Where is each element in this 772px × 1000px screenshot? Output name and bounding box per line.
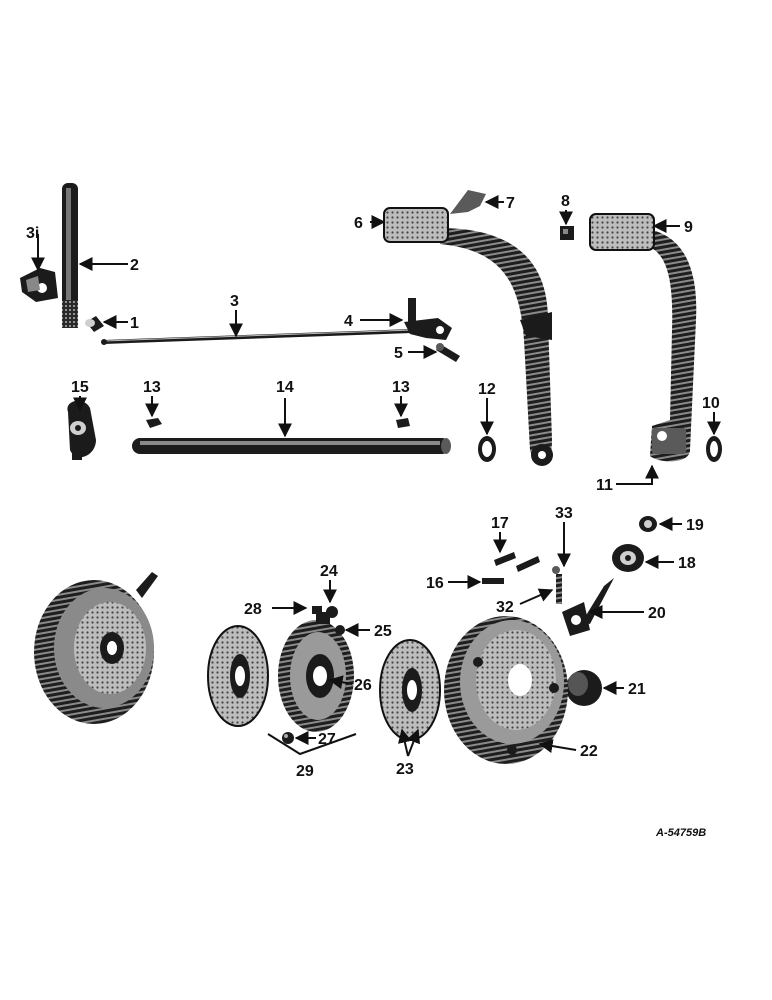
part-15-lever-hub	[67, 400, 96, 460]
part-4-rod-end	[404, 298, 452, 340]
callout-3: 3	[230, 293, 239, 310]
part-13-key-left	[146, 418, 162, 428]
part-10-ring	[706, 436, 722, 462]
callout-21: 21	[628, 681, 646, 698]
callout-33: 33	[555, 505, 573, 522]
callout-11: 11	[596, 477, 613, 494]
part-3-brake-rod	[101, 329, 413, 345]
callout-27: 27	[318, 731, 336, 748]
callout-3i: 3i	[26, 225, 39, 242]
callout-2: 2	[130, 257, 139, 274]
callout-25: 25	[374, 623, 392, 640]
callout-13-right: 13	[392, 379, 410, 396]
part-22-brake-housing	[444, 616, 568, 764]
part-8-block	[560, 226, 574, 240]
callout-20: 20	[648, 605, 666, 622]
callout-13-left: 13	[143, 379, 161, 396]
callout-labels: 3i 2 1 3 4 5 6 7 8 9 10 11 12 13 13 14 1…	[26, 193, 720, 780]
callout-6: 6	[354, 215, 363, 232]
callout-23: 23	[396, 761, 414, 778]
part-26-actuator-plate	[278, 612, 354, 732]
part-16-spring	[482, 578, 504, 584]
part-18-washer	[612, 544, 644, 572]
callout-26: 26	[354, 677, 372, 694]
part-19-nut	[639, 516, 657, 532]
callout-24: 24	[320, 563, 338, 580]
part-3i-bracket	[20, 268, 58, 302]
part-24-fitting	[326, 606, 338, 618]
part-13-key-right	[396, 418, 410, 428]
part-14-cross-shaft	[132, 438, 451, 454]
callout-29: 29	[296, 763, 314, 780]
right-pedal-assembly	[589, 213, 697, 462]
callout-14: 14	[276, 379, 294, 396]
callout-16: 16	[426, 575, 444, 592]
part-12-ring	[478, 436, 496, 462]
callout-32: 32	[496, 599, 514, 616]
callout-17: 17	[491, 515, 509, 532]
part-33-spring-pin	[552, 566, 562, 604]
callout-8: 8	[561, 193, 570, 210]
callout-5: 5	[394, 345, 403, 362]
callout-22: 22	[580, 743, 598, 760]
part-2-vertical-rod	[62, 183, 78, 328]
part-29-brake-disc	[207, 625, 269, 727]
callout-9: 9	[684, 219, 693, 236]
callout-7: 7	[506, 195, 515, 212]
callout-28: 28	[244, 601, 262, 618]
assembled-brake-unit	[34, 572, 158, 724]
part-21-plug	[566, 670, 602, 706]
part-1-pin	[85, 316, 104, 332]
callout-15: 15	[71, 379, 89, 396]
left-pedal-assembly	[383, 190, 553, 466]
callout-18: 18	[678, 555, 696, 572]
part-5-clevis-pin	[436, 343, 460, 362]
part-23-brake-disc	[379, 639, 441, 741]
callout-1: 1	[130, 315, 139, 332]
leader-lines	[31, 195, 721, 757]
callout-4: 4	[344, 313, 353, 330]
callout-19: 19	[686, 517, 704, 534]
drawing-number: A-54759B	[655, 827, 706, 839]
callout-10: 10	[702, 395, 720, 412]
part-27-ball	[282, 732, 294, 744]
part-20-clevis	[562, 578, 614, 636]
part-28-fitting	[312, 606, 322, 614]
part-17-springs	[494, 552, 540, 572]
callout-12: 12	[478, 381, 496, 398]
